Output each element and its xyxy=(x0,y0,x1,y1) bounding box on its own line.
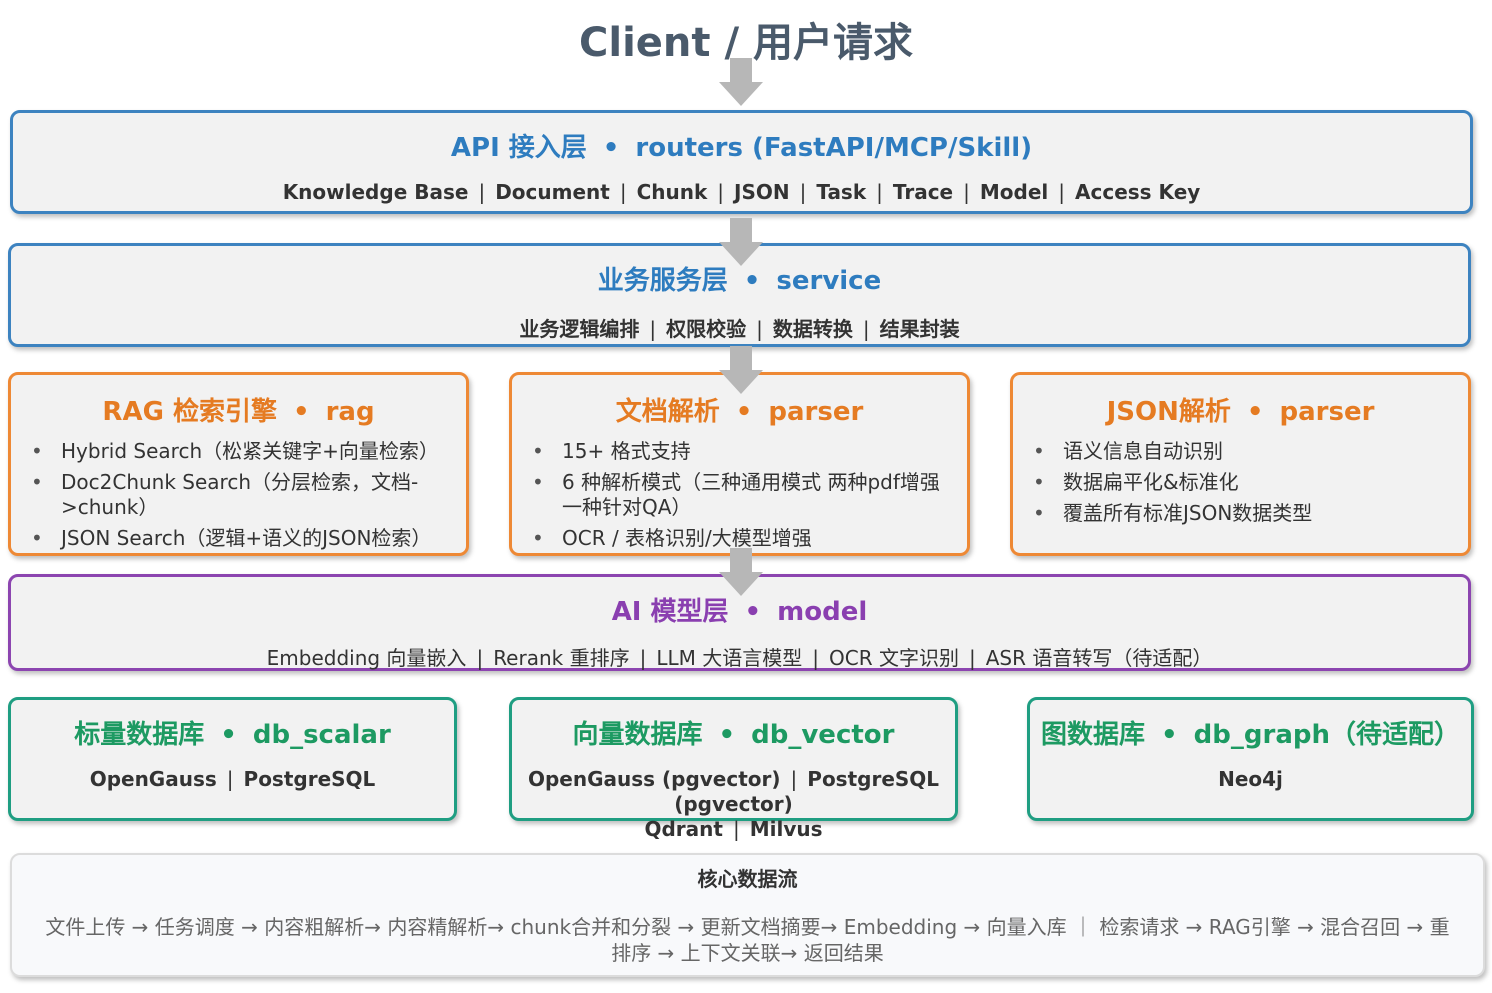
model-item: Rerank 重排序 xyxy=(493,646,630,670)
model-item: ASR 语音转写（待适配） xyxy=(985,646,1213,670)
api-item: Document xyxy=(495,180,610,204)
db-vector-heading: 向量数据库•db_vector xyxy=(572,720,895,750)
db-scalar-heading: 标量数据库•db_scalar xyxy=(74,720,391,750)
list-item: 6 种解析模式（三种通用模式 两种pdf增强 一种针对QA） xyxy=(532,470,953,520)
doc-parser-module: parser xyxy=(768,397,864,427)
down-arrow-icon xyxy=(719,548,763,596)
list-item: OCR / 表格识别/大模型增强 xyxy=(532,526,953,551)
db-graph-name: 图数据库 xyxy=(1041,720,1146,750)
service-layer-heading: 业务服务层•service xyxy=(597,266,882,296)
api-item: Knowledge Base xyxy=(282,180,469,204)
db-item: Neo4j xyxy=(1218,767,1283,791)
model-item: OCR 文字识别 xyxy=(829,646,959,670)
rag-engine-module: rag xyxy=(325,397,375,427)
list-item: Hybrid Search（松紧关键字+向量检索） xyxy=(31,439,452,464)
service-item: 结果封装 xyxy=(879,317,960,341)
model-layer-heading: AI 模型层•model xyxy=(611,597,868,627)
db-graph-items: Neo4j xyxy=(1030,767,1471,792)
service-layer-module: service xyxy=(776,266,882,296)
data-flow-box: 核心数据流 文件上传 → 任务调度 → 内容粗解析→ 内容精解析→ chunk合… xyxy=(10,853,1485,977)
service-item: 业务逻辑编排 xyxy=(519,317,640,341)
db-vector-items: OpenGauss (pgvector)|PostgreSQL (pgvecto… xyxy=(527,767,940,841)
db-graph-box: 图数据库•db_graph（待适配） Neo4j xyxy=(1027,697,1474,821)
down-arrow-icon xyxy=(719,218,763,266)
api-item: JSON xyxy=(734,180,790,204)
db-item: Qdrant xyxy=(644,817,723,841)
model-layer-module: model xyxy=(777,597,868,627)
db-scalar-box: 标量数据库•db_scalar OpenGauss|PostgreSQL xyxy=(8,697,457,821)
list-item: 数据扁平化&标准化 xyxy=(1033,470,1454,495)
db-item: PostgreSQL (pgvector) xyxy=(674,767,940,816)
list-item: JSON Search（逻辑+语义的JSON检索） xyxy=(31,526,452,551)
model-layer-items: Embedding 向量嵌入|Rerank 重排序|LLM 大语言模型|OCR … xyxy=(266,646,1213,670)
json-parser-box: JSON解析•parser 语义信息自动识别 数据扁平化&标准化 覆盖所有标准J… xyxy=(1010,372,1471,556)
db-vector-box: 向量数据库•db_vector OpenGauss (pgvector)|Pos… xyxy=(509,697,958,841)
json-parser-heading: JSON解析•parser xyxy=(1106,397,1375,427)
api-layer-module: routers (FastAPI/MCP/Skill) xyxy=(635,133,1033,163)
rag-engine-name: RAG 检索引擎 xyxy=(102,397,277,427)
rag-engine-box: RAG 检索引擎•rag Hybrid Search（松紧关键字+向量检索） D… xyxy=(8,372,469,556)
down-arrow-icon xyxy=(719,346,763,394)
api-layer-name: API 接入层 xyxy=(450,133,587,163)
list-item: 覆盖所有标准JSON数据类型 xyxy=(1033,501,1454,526)
db-item: OpenGauss xyxy=(89,767,217,791)
model-item: LLM 大语言模型 xyxy=(656,646,803,670)
service-layer-name: 业务服务层 xyxy=(597,266,728,296)
db-item: Milvus xyxy=(749,817,823,841)
model-layer-name: AI 模型层 xyxy=(611,597,729,627)
service-layer-items: 业务逻辑编排|权限校验|数据转换|结果封装 xyxy=(519,317,960,341)
model-item: Embedding 向量嵌入 xyxy=(266,646,467,670)
db-scalar-name: 标量数据库 xyxy=(74,720,205,750)
api-item: Access Key xyxy=(1075,180,1201,204)
json-parser-module: parser xyxy=(1279,397,1375,427)
rag-engine-bullets: Hybrid Search（松紧关键字+向量检索） Doc2Chunk Sear… xyxy=(31,439,452,557)
db-graph-heading: 图数据库•db_graph（待适配） xyxy=(1041,720,1460,750)
rag-engine-heading: RAG 检索引擎•rag xyxy=(102,397,375,427)
api-layer-box: API 接入层•routers (FastAPI/MCP/Skill) Know… xyxy=(10,110,1473,214)
doc-parser-box: 文档解析•parser 15+ 格式支持 6 种解析模式（三种通用模式 两种pd… xyxy=(509,372,970,556)
db-scalar-items: OpenGauss|PostgreSQL xyxy=(89,767,376,791)
doc-parser-name: 文档解析 xyxy=(615,397,720,427)
api-item: Chunk xyxy=(636,180,708,204)
api-item: Model xyxy=(979,180,1049,204)
doc-parser-heading: 文档解析•parser xyxy=(615,397,864,427)
service-item: 数据转换 xyxy=(772,317,853,341)
doc-parser-bullets: 15+ 格式支持 6 种解析模式（三种通用模式 两种pdf增强 一种针对QA） … xyxy=(532,439,953,557)
json-parser-name: JSON解析 xyxy=(1106,397,1231,427)
db-graph-module: db_graph（待适配） xyxy=(1193,720,1460,750)
data-flow-text: 文件上传 → 任务调度 → 内容粗解析→ 内容精解析→ chunk合并和分裂 →… xyxy=(45,915,1450,965)
json-parser-bullets: 语义信息自动识别 数据扁平化&标准化 覆盖所有标准JSON数据类型 xyxy=(1033,439,1454,532)
service-item: 权限校验 xyxy=(666,317,747,341)
list-item: 15+ 格式支持 xyxy=(532,439,953,464)
api-layer-heading: API 接入层•routers (FastAPI/MCP/Skill) xyxy=(450,133,1033,163)
api-item: Task xyxy=(816,180,867,204)
db-vector-name: 向量数据库 xyxy=(572,720,703,750)
db-item: OpenGauss (pgvector) xyxy=(527,767,781,791)
api-layer-items: Knowledge Base|Document|Chunk|JSON|Task|… xyxy=(282,180,1201,204)
list-item: 语义信息自动识别 xyxy=(1033,439,1454,464)
db-scalar-module: db_scalar xyxy=(252,720,391,750)
db-item: PostgreSQL xyxy=(243,767,376,791)
api-item: Trace xyxy=(892,180,954,204)
data-flow-title: 核心数据流 xyxy=(697,867,798,891)
down-arrow-icon xyxy=(719,58,763,106)
list-item: Doc2Chunk Search（分层检索，文档->chunk） xyxy=(31,470,452,520)
db-vector-module: db_vector xyxy=(751,720,895,750)
